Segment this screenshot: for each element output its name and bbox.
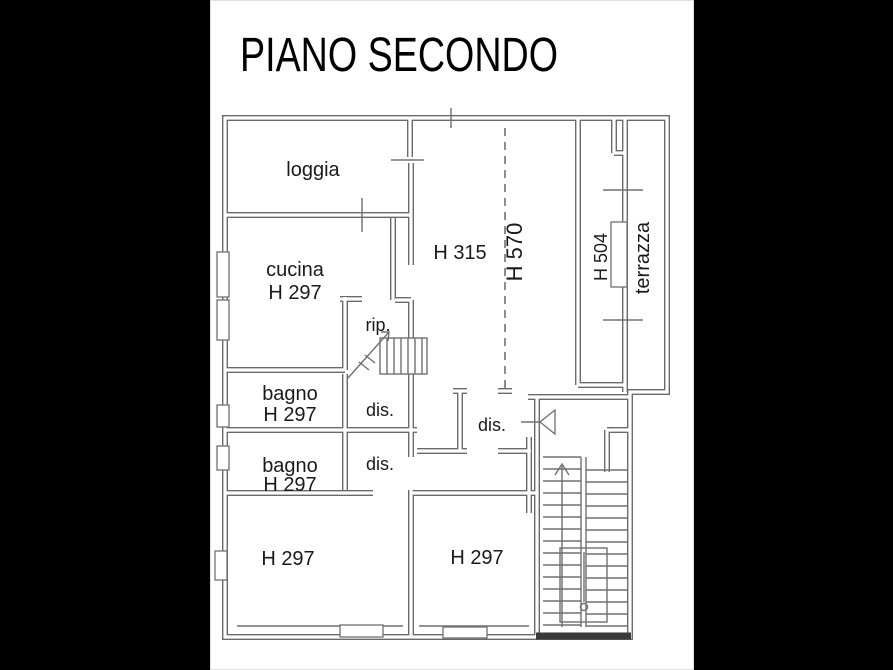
room-label-terrazza: terrazza: [632, 221, 654, 294]
window-box: [216, 445, 230, 471]
window-box: [216, 299, 230, 341]
window-tick-marks: [361, 108, 643, 321]
room-label-camera-1: H 297: [261, 548, 314, 570]
staircase-small: [347, 331, 428, 379]
window-box: [339, 624, 384, 638]
window-markers: [214, 108, 643, 639]
window-box: [442, 626, 488, 639]
room-height-cucina: H 297: [268, 282, 321, 304]
room-labels: loggia cucina H 297 rip. H 315 H 570 H 5…: [261, 159, 654, 570]
room-label-rip: rip.: [365, 315, 390, 335]
staircase-main: [543, 456, 627, 627]
stair-stringer: [580, 457, 587, 627]
stair-direction-arrow: [554, 462, 585, 627]
window-box: [216, 404, 230, 428]
room-height-bagno-1: H 297: [263, 404, 316, 426]
small-stair-treads: [386, 338, 423, 374]
drawing-sheet: [210, 0, 694, 670]
room-label-dis-3: dis.: [478, 415, 506, 435]
door-symbol: [521, 408, 556, 436]
room-label-h570: H 570: [502, 223, 527, 282]
room-label-cucina: cucina: [266, 259, 325, 281]
room-label-h504: H 504: [591, 233, 611, 281]
page-title: PIANO SECONDO: [240, 29, 558, 82]
window-box: [214, 550, 228, 581]
room-label-h315: H 315: [433, 242, 486, 264]
room-label-camera-2: H 297: [450, 547, 503, 569]
stair-well: [559, 547, 608, 623]
window-box: [216, 251, 230, 298]
room-label-dis-1: dis.: [366, 400, 394, 420]
room-label-dis-2: dis.: [366, 454, 394, 474]
small-stair-box: [379, 337, 428, 375]
terrace-door-box: [610, 221, 628, 288]
room-label-bagno-2: bagno: [262, 455, 318, 477]
small-stair-arrow: [347, 331, 390, 379]
room-height-bagno-2: H 297: [263, 474, 316, 496]
room-label-bagno-1: bagno: [262, 383, 318, 405]
room-label-loggia: loggia: [286, 159, 340, 181]
door-leaf-triangle: [538, 408, 556, 436]
stair-arrow-start: [579, 602, 589, 612]
